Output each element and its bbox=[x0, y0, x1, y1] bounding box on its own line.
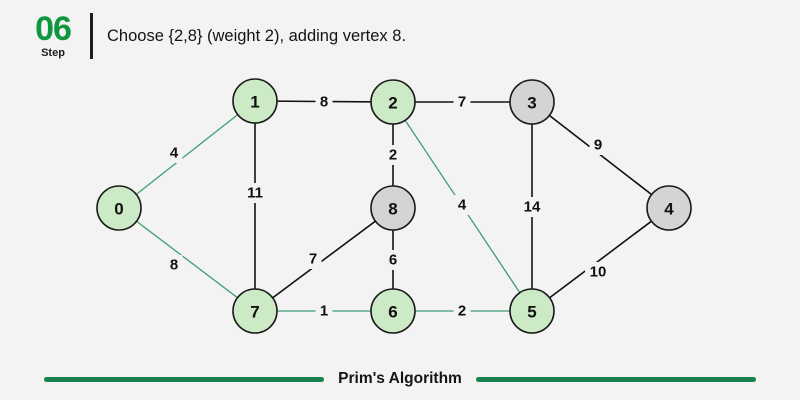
graph-node-0[interactable]: 0 bbox=[96, 185, 142, 231]
step-number: 06 bbox=[35, 9, 72, 48]
header-bar: 06 Step Choose {2,8} (weight 2), adding … bbox=[0, 0, 800, 72]
edge-weight-backdrop bbox=[315, 92, 333, 112]
edge-weight-backdrop bbox=[304, 249, 322, 269]
node-label-2: 2 bbox=[388, 94, 397, 113]
graph-edge-7-8 bbox=[254, 207, 394, 312]
edge-weight-backdrop bbox=[519, 197, 545, 217]
edge-weight-6-7: 1 bbox=[320, 303, 328, 320]
edge-weight-layer: 4 8 8 11 7 2 4 9 14 10 2 1 6 7 bbox=[165, 92, 611, 321]
footer-rule-left bbox=[44, 376, 325, 382]
edge-weight-backdrop bbox=[384, 145, 402, 165]
node-label-6: 6 bbox=[388, 303, 397, 322]
node-label-7: 7 bbox=[250, 303, 259, 322]
edge-weight-4-5: 10 bbox=[590, 264, 607, 281]
edge-weight-2-3: 7 bbox=[458, 94, 466, 111]
edge-weight-3-5: 14 bbox=[524, 199, 541, 216]
node-circle-8 bbox=[370, 185, 416, 231]
node-circle-3 bbox=[509, 79, 555, 125]
edge-weight-6-8: 6 bbox=[389, 252, 397, 269]
graph-node-2[interactable]: 2 bbox=[370, 79, 416, 125]
graph-edge-4-5 bbox=[531, 207, 670, 312]
node-circle-6 bbox=[370, 288, 416, 334]
edge-weight-7-8: 7 bbox=[309, 251, 317, 268]
graph-node-3[interactable]: 3 bbox=[509, 79, 555, 125]
footer-rule-right bbox=[475, 376, 756, 382]
edge-weight-0-1: 4 bbox=[170, 145, 179, 162]
node-circle-5 bbox=[509, 288, 555, 334]
edge-weight-backdrop bbox=[384, 250, 402, 270]
footer-bar: Prim's Algorithm bbox=[0, 358, 800, 400]
edge-weight-2-5: 4 bbox=[458, 197, 467, 214]
graph-node-6[interactable]: 6 bbox=[370, 288, 416, 334]
edge-weight-backdrop bbox=[589, 135, 607, 155]
edge-weight-backdrop bbox=[242, 183, 268, 203]
node-label-5: 5 bbox=[527, 303, 536, 322]
node-circle-1 bbox=[232, 78, 278, 124]
graph-node-5[interactable]: 5 bbox=[509, 288, 555, 334]
step-caption-label: Step bbox=[41, 47, 65, 60]
node-label-0: 0 bbox=[114, 200, 123, 219]
graph-edge-0-1 bbox=[118, 100, 256, 209]
edge-weight-backdrop bbox=[453, 92, 471, 112]
footer-title: Prim's Algorithm bbox=[338, 370, 462, 387]
edge-weight-backdrop bbox=[585, 262, 611, 282]
node-circle-2 bbox=[370, 79, 416, 125]
node-circle-7 bbox=[232, 288, 278, 334]
edge-weight-0-7: 8 bbox=[170, 257, 178, 274]
graph-node-1[interactable]: 1 bbox=[232, 78, 278, 124]
node-circle-0 bbox=[96, 185, 142, 231]
edge-weight-1-2: 8 bbox=[320, 94, 328, 111]
node-layer: 0 1 2 3 4 5 6 7 8 bbox=[96, 78, 692, 334]
node-label-8: 8 bbox=[388, 200, 397, 219]
edge-weight-backdrop bbox=[315, 301, 333, 321]
step-indicator: 06 Step bbox=[22, 9, 84, 60]
edge-weight-2-8: 2 bbox=[389, 147, 397, 164]
graph-node-7[interactable]: 7 bbox=[232, 288, 278, 334]
edge-weight-backdrop bbox=[453, 195, 471, 215]
graph-node-4[interactable]: 4 bbox=[646, 185, 692, 231]
header-divider bbox=[90, 13, 93, 59]
node-label-1: 1 bbox=[250, 93, 259, 112]
step-description: Choose {2,8} (weight 2), adding vertex 8… bbox=[107, 26, 407, 45]
edge-weight-1-7: 11 bbox=[247, 185, 263, 202]
edge-weight-backdrop bbox=[453, 301, 471, 321]
edge-weight-5-6: 2 bbox=[458, 303, 466, 320]
graph-diagram: 4 8 8 11 7 2 4 9 14 10 2 1 6 7 0 1 2 3 4 5 6 7 8 bbox=[96, 78, 692, 334]
graph-node-8[interactable]: 8 bbox=[370, 185, 416, 231]
edge-weight-backdrop bbox=[165, 255, 183, 275]
graph-edge-0-7 bbox=[118, 207, 256, 312]
node-label-4: 4 bbox=[664, 200, 674, 219]
node-circle-4 bbox=[646, 185, 692, 231]
node-label-3: 3 bbox=[527, 94, 536, 113]
edge-weight-backdrop bbox=[165, 143, 183, 163]
edge-weight-3-4: 9 bbox=[594, 137, 602, 154]
